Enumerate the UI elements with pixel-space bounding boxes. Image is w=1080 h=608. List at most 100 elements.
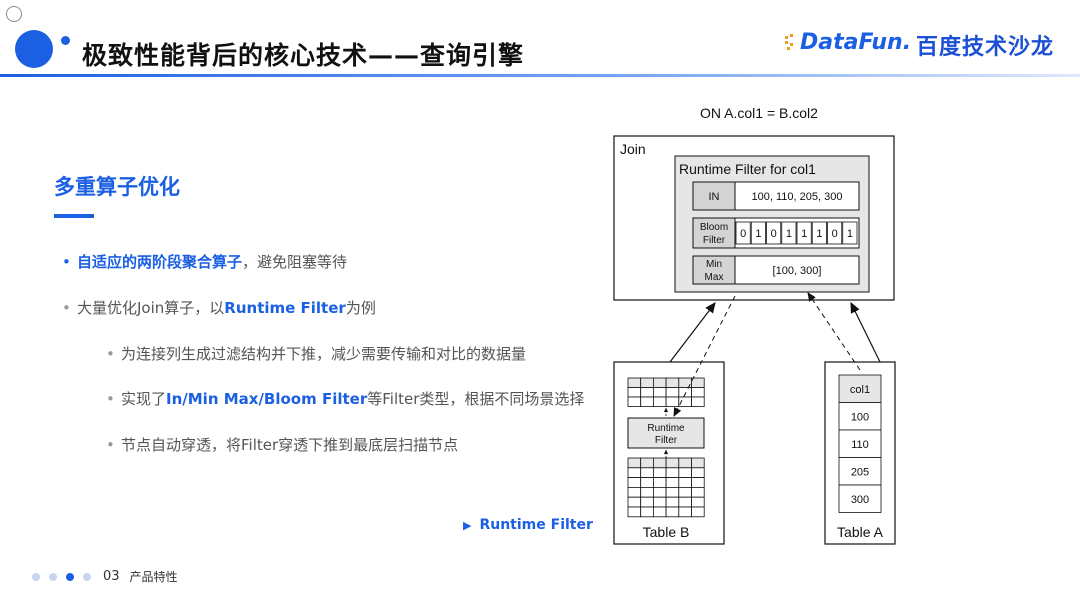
- bullet-text: ，避免阻塞等待: [242, 253, 348, 271]
- runtime-filter-pushdown-arrow: [673, 295, 736, 417]
- bloom-bit-value: 1: [816, 228, 822, 240]
- decorative-blue-circle: [15, 30, 53, 68]
- table-b-cell: [653, 506, 667, 518]
- page-dot-2[interactable]: [49, 572, 57, 581]
- bloom-bit-value: 0: [832, 228, 838, 240]
- footer: 03 产品特性: [32, 568, 178, 585]
- bloom-bit-value: 1: [847, 228, 853, 240]
- sub-bullet-filter-pushdown: •为连接列生成过滤结构并下推，减少需要传输和对比的数据量: [106, 343, 526, 364]
- baidu-tech-salon-logo: 百度技术沙龙: [916, 35, 1055, 60]
- table-a-to-runtime-filter-arrow: [807, 292, 861, 371]
- bullet-text: 等Filter类型，根据不同场景选择: [367, 390, 585, 408]
- minmax-filter-label-cell: [692, 255, 736, 285]
- runtime-filter-panel-title: Runtime Filter for col1: [679, 161, 816, 177]
- decorative-ring: [6, 6, 22, 22]
- bloom-filter-label-line1: Bloom: [700, 222, 728, 233]
- table-a-to-join-arrow: [850, 301, 881, 363]
- table-a-cell-value: 110: [851, 439, 869, 451]
- table-b-cell: [691, 477, 705, 488]
- page-dot-1[interactable]: [32, 572, 40, 581]
- table-b-cell: [627, 477, 642, 488]
- bullet-text: 大量优化Join算子，以: [77, 299, 225, 317]
- bullet-text: 为连接列生成过滤结构并下推，减少需要传输和对比的数据量: [121, 345, 527, 363]
- in-filter-label-cell: [692, 181, 736, 211]
- table-b-top-grid: [627, 377, 705, 407]
- table-b-cell: [691, 486, 705, 498]
- table-b-cell: [691, 396, 705, 407]
- table-b-cell: [665, 496, 680, 508]
- table-b-cell: [691, 467, 705, 478]
- table-b-cell: [627, 506, 642, 518]
- page-dot-4[interactable]: [83, 572, 91, 581]
- join-condition-label: ON A.col1 = B.col2: [700, 105, 818, 121]
- table-a-header-cell: [838, 374, 882, 403]
- decorative-blue-dot: [61, 36, 70, 45]
- bloom-bit-cell: [811, 221, 827, 245]
- table-b-cell: [653, 457, 667, 469]
- bullet-adaptive-aggregation: • 自适应的两阶段聚合算子，避免阻塞等待: [62, 251, 347, 272]
- bullet-text: 节点自动穿透，将Filter穿透下推到最底层扫描节点: [121, 436, 459, 454]
- bullet-dot-icon: •: [62, 253, 71, 271]
- table-a-cell: [838, 484, 882, 513]
- table-b-cell: [665, 387, 680, 398]
- bloom-bit-cell: [842, 221, 858, 245]
- table-b-cell: [678, 467, 692, 478]
- in-filter-label: IN: [709, 191, 720, 203]
- bloom-bit-cell: [766, 221, 782, 245]
- table-b-cell: [627, 396, 642, 407]
- bullet-join-optimization: •大量优化Join算子，以Runtime Filter为例: [62, 297, 376, 318]
- datafun-logo: DataFun.: [800, 30, 912, 55]
- table-b-cell: [640, 486, 654, 498]
- table-b-cell: [627, 496, 642, 508]
- table-b-cell: [627, 486, 642, 498]
- table-b-cell: [665, 506, 680, 518]
- table-b-cell: [627, 387, 642, 398]
- bloom-bit-cell: [735, 221, 751, 245]
- table-b-label: Table B: [643, 524, 690, 540]
- table-a-cell-value: 100: [851, 412, 869, 424]
- table-b-cell: [665, 396, 680, 407]
- bloom-bit-cell: [781, 221, 797, 245]
- table-b-cell: [640, 467, 654, 478]
- bullet-text: 实现了: [121, 390, 167, 408]
- bloom-filter-label-cell: [692, 217, 736, 249]
- table-b-runtime-filter-box: [627, 417, 705, 449]
- table-b-cell: [665, 467, 680, 478]
- bullet-text: 为例: [345, 299, 376, 317]
- table-b-cell: [627, 377, 642, 388]
- bullet-dot-icon: •: [106, 436, 115, 454]
- table-b-cell: [640, 496, 654, 508]
- table-b-cell: [691, 506, 705, 518]
- table-b-runtime-filter-label-line2: Filter: [655, 435, 678, 446]
- table-b-cell: [640, 377, 654, 388]
- minmax-filter-values: [100, 300]: [773, 265, 822, 277]
- table-b-to-join-arrow: [669, 302, 716, 363]
- bloom-bit-value: 0: [740, 228, 746, 240]
- table-b-cell: [627, 457, 642, 469]
- section-title-underline: [54, 214, 94, 218]
- table-b-cell: [678, 457, 692, 469]
- table-b-cell: [653, 496, 667, 508]
- table-b-cell: [691, 377, 705, 388]
- table-b-bottom-grid: [627, 457, 705, 518]
- table-b-cell: [653, 467, 667, 478]
- bloom-bit-value: 1: [786, 228, 792, 240]
- bullet-emphasis: In/Min Max/Bloom Filter: [166, 390, 368, 408]
- datafun-logo-dots-icon: [785, 34, 793, 50]
- bullet-dot-icon: •: [106, 390, 115, 408]
- table-b-cell: [640, 506, 654, 518]
- bullet-emphasis: 自适应的两阶段聚合算子: [77, 253, 243, 271]
- bloom-bit-value: 1: [801, 228, 807, 240]
- table-b-cell: [678, 486, 692, 498]
- table-b-cell: [653, 477, 667, 488]
- runtime-filter-link[interactable]: ▶Runtime Filter: [463, 517, 593, 533]
- bloom-filter-label-line2: Filter: [703, 235, 726, 246]
- bloom-bit-cell: [796, 221, 812, 245]
- sub-bullet-node-penetration: • 节点自动穿透，将Filter穿透下推到最底层扫描节点: [106, 434, 458, 455]
- table-a-cell-value: 300: [851, 494, 869, 506]
- bullet-emphasis: Runtime Filter: [224, 299, 346, 317]
- page-dot-3-active[interactable]: [66, 572, 74, 581]
